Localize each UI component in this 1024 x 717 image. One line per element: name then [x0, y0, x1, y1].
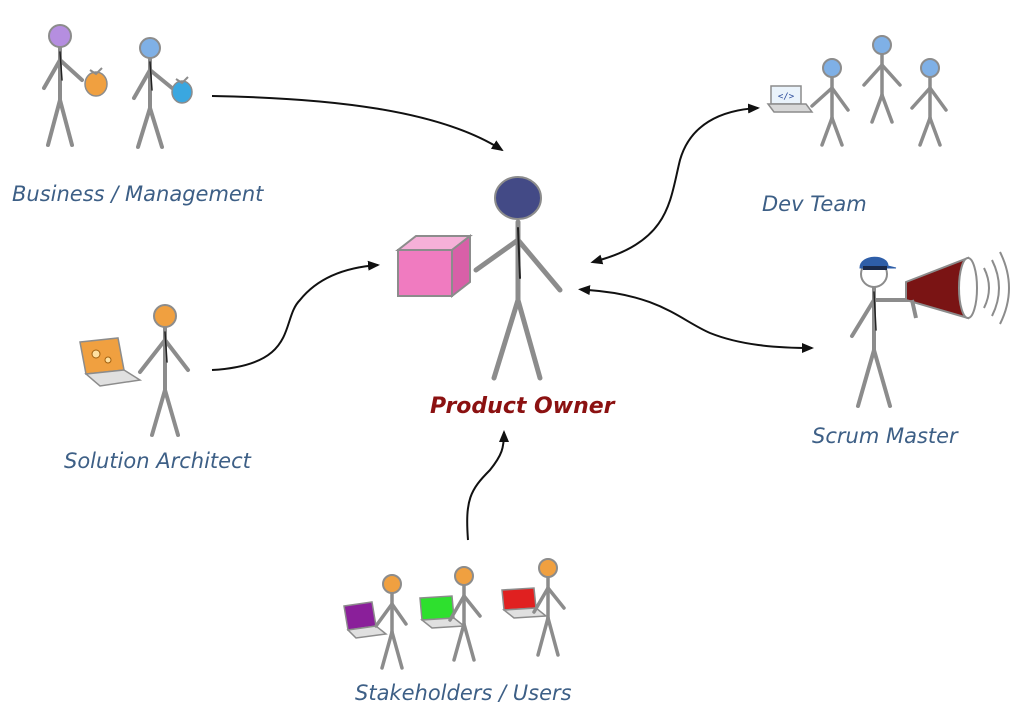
architect-figure: [138, 304, 190, 437]
stakeholders-users-label: Stakeholders / Users: [355, 681, 572, 705]
business-person-2: [132, 37, 174, 149]
dev-person-2: [862, 35, 902, 124]
business-management-group: [42, 24, 193, 149]
svg-text:</>: </>: [778, 92, 795, 102]
backlog-box-icon: [395, 233, 473, 299]
laptop-icon: [501, 587, 548, 619]
scrum-master-label: Scrum Master: [812, 424, 958, 448]
solution-architect-group: [79, 304, 190, 437]
stakeholder-person-1: [374, 574, 408, 670]
business-person-1: [42, 24, 84, 147]
arrow-product-owner-scrum-master: [578, 285, 814, 353]
product-owner-group: [395, 176, 563, 381]
stakeholder-person-3: [532, 558, 566, 657]
arrow-architect-to-product-owner: [211, 260, 380, 371]
laptop-icon: [343, 601, 388, 639]
dev-person-3: [910, 58, 948, 147]
laptop-icon: [79, 337, 143, 387]
laptop-icon: </>: [766, 85, 814, 113]
laptop-icon: [419, 595, 466, 629]
money-bag-icon: [84, 67, 108, 97]
cap-icon: [859, 256, 897, 270]
solution-architect-label: Solution Architect: [64, 449, 251, 473]
product-owner-figure: [473, 176, 563, 381]
dev-team-label: Dev Team: [762, 192, 867, 216]
scrum-master-group: [850, 251, 1010, 408]
arrow-product-owner-dev-team: [590, 103, 760, 265]
stakeholder-person-2: [448, 566, 482, 662]
dev-team-group: </>: [766, 35, 948, 147]
business-management-label: Business / Management: [12, 182, 264, 206]
arrow-business-to-product-owner: [211, 95, 504, 152]
product-owner-label: Product Owner: [430, 394, 615, 419]
scrum-master-figure: [850, 260, 910, 408]
arrow-stakeholders-to-product-owner: [466, 430, 509, 541]
megaphone-icon: [905, 251, 1010, 325]
stakeholders-users-group: [343, 558, 566, 670]
dev-person-1: [810, 58, 850, 147]
money-bag-icon: [171, 76, 193, 104]
